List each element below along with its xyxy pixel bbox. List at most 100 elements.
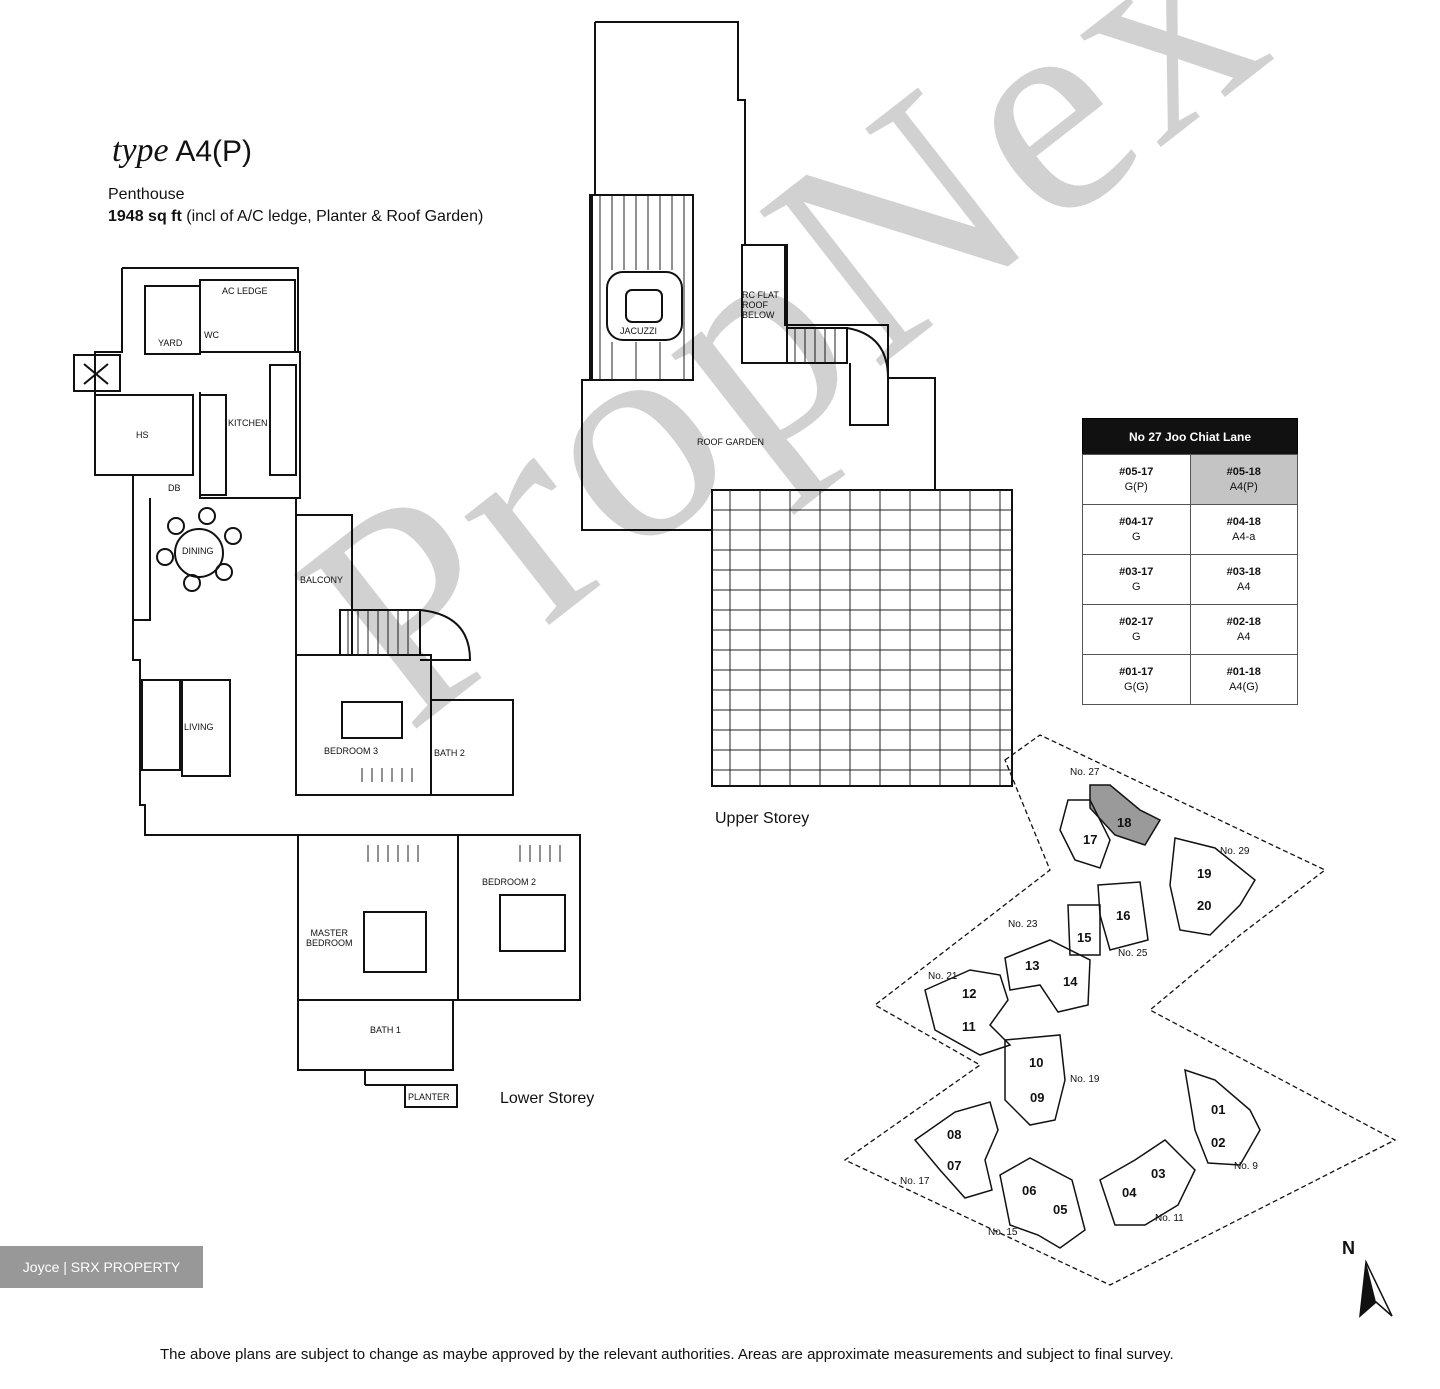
lane-number: No. 27 <box>1070 767 1100 778</box>
rc-flat-roof <box>741 244 788 364</box>
lane-number: No. 21 <box>928 971 958 982</box>
unit-number: #05-18 <box>1226 465 1261 478</box>
lane-number: No. 19 <box>1070 1074 1100 1085</box>
lane-number: No. 17 <box>900 1176 930 1187</box>
area-note: (incl of A/C ledge, Planter & Roof Garde… <box>186 208 484 225</box>
caption-lower-storey: Lower Storey <box>500 1090 595 1107</box>
block-number: 08 <box>947 1127 962 1142</box>
bath2-outline <box>430 699 514 796</box>
kitchen-counter <box>199 394 227 496</box>
unit-number: #03-17 <box>1119 565 1154 578</box>
unit-table-title: No 27 Joo Chiat Lane <box>1082 418 1298 455</box>
block-number: 11 <box>962 1019 976 1034</box>
block-number: 07 <box>947 1158 962 1173</box>
room-label-rc-flat-roof: RC FLAT ROOF BELOW <box>742 290 779 320</box>
living-wall <box>132 620 300 836</box>
aircon-unit <box>73 354 121 392</box>
block-number: 05 <box>1053 1202 1068 1217</box>
upper-storey-wall <box>595 21 1012 491</box>
unit-number: #04-17 <box>1119 515 1154 528</box>
unit-type: G(G) <box>1124 680 1149 693</box>
lane-number: No. 23 <box>1008 919 1038 930</box>
unit-number: #01-18 <box>1226 665 1261 678</box>
living-rug <box>181 679 231 777</box>
room-label-kitchen: KITCHEN <box>228 418 268 428</box>
block-number: 06 <box>1022 1183 1037 1198</box>
type-prefix: type <box>112 132 169 169</box>
rc-flat-line3: BELOW <box>742 310 775 320</box>
block-number: 15 <box>1077 930 1092 945</box>
room-label-dining: DINING <box>182 546 214 556</box>
unit-number: #02-18 <box>1226 615 1261 628</box>
room-label-bath1: BATH 1 <box>370 1025 401 1035</box>
block-number: 16 <box>1116 908 1131 923</box>
dining-wall <box>132 475 151 621</box>
roof-tile-pattern <box>712 490 1012 786</box>
block-number: 04 <box>1122 1185 1137 1200</box>
lane-number: No. 29 <box>1220 846 1250 857</box>
caption-upper-storey: Upper Storey <box>715 810 810 827</box>
bedroom3-bed <box>341 701 403 739</box>
north-arrow-label: N <box>1342 1238 1355 1258</box>
block-number: 10 <box>1029 1055 1044 1070</box>
kitchen-counter <box>269 364 297 476</box>
room-label-planter: PLANTER <box>408 1092 450 1102</box>
rc-flat-line2: ROOF <box>742 300 768 310</box>
block-number: 13 <box>1025 958 1040 973</box>
master-bed <box>363 911 427 973</box>
agent-watermark: Joyce | SRX PROPERTY <box>0 1246 203 1288</box>
block-18 <box>1089 784 1162 846</box>
site-blocks <box>913 784 1261 1249</box>
room-label-ac-ledge: AC LEDGE <box>222 286 268 296</box>
north-arrow-icon <box>1359 1259 1393 1318</box>
bedroom2-bed <box>499 894 566 952</box>
stair-upper <box>786 327 848 364</box>
block-number: 02 <box>1211 1135 1226 1150</box>
block-number: 12 <box>962 986 977 1001</box>
unit-number: #05-17 <box>1119 465 1154 478</box>
unit-number: #01-17 <box>1119 665 1154 678</box>
area-value: 1948 sq ft <box>108 208 182 225</box>
block-number: 20 <box>1197 898 1212 913</box>
block-number: 19 <box>1197 866 1212 881</box>
room-label-master-bedroom: MASTER BEDROOM <box>306 928 353 948</box>
room-label-roof-garden: ROOF GARDEN <box>697 437 765 447</box>
room-label-bedroom3: BEDROOM 3 <box>324 746 379 756</box>
room-label-db: DB <box>168 483 181 493</box>
block-number: 09 <box>1030 1090 1045 1105</box>
lane-number: No. 15 <box>988 1227 1018 1238</box>
unit-type: G <box>1131 580 1141 593</box>
block-number: 14 <box>1063 974 1078 989</box>
lane-number: No. 9 <box>1234 1161 1258 1172</box>
unit-area: 1948 sq ft (incl of A/C ledge, Planter &… <box>108 208 483 226</box>
unit-type: A4 <box>1237 580 1251 593</box>
hs-outline <box>94 394 194 476</box>
block-number: 17 <box>1083 832 1098 847</box>
block-number: 18 <box>1117 815 1132 830</box>
block-number: 03 <box>1151 1166 1166 1181</box>
unit-type: A4 <box>1237 630 1251 643</box>
room-label-master-line2: BEDROOM <box>306 938 353 948</box>
lane-number: No. 25 <box>1118 948 1148 959</box>
unit-number: #04-18 <box>1226 515 1261 528</box>
unit-subtitle: Penthouse <box>108 186 185 203</box>
room-label-jacuzzi: JACUZZI <box>620 326 657 336</box>
room-label-hs: HS <box>136 430 149 440</box>
sofa <box>141 679 181 771</box>
unit-type-title: type A4(P) <box>112 132 252 170</box>
type-name: A4(P) <box>175 135 253 168</box>
bedroom2-outline <box>457 834 581 1001</box>
unit-type: G <box>1131 630 1141 643</box>
